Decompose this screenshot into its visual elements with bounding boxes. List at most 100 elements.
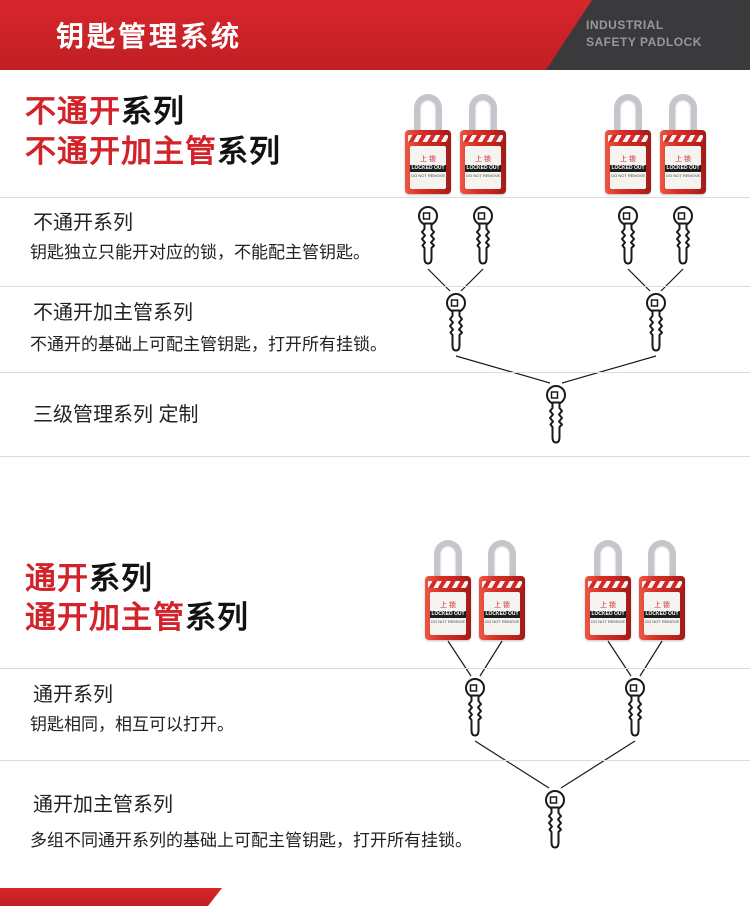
- padlock-body: 上 锁 LOCKED OUT DO NOT REMOVE: [460, 130, 506, 194]
- padlock-shackle-icon: [469, 94, 497, 132]
- safety-padlock: 上 锁 LOCKED OUT DO NOT REMOVE: [660, 92, 706, 194]
- padlock-label: 上 锁 LOCKED OUT DO NOT REMOVE: [590, 592, 626, 635]
- padlock-label-line1: 上 锁: [600, 602, 616, 609]
- key-icon: [441, 292, 471, 354]
- key-icon: [641, 292, 671, 354]
- padlock-shackle-icon: [434, 540, 462, 578]
- padlock-label-line3: DO NOT REMOVE: [431, 619, 465, 625]
- section2-title-line2: 通开加主管系列: [25, 592, 249, 637]
- padlock-label-line2: LOCKED OUT: [465, 165, 501, 172]
- section1-title1-red: 不通开: [25, 94, 121, 129]
- padlock-shackle-icon: [488, 540, 516, 578]
- padlock-body: 上 锁 LOCKED OUT DO NOT REMOVE: [585, 576, 631, 640]
- divider: [0, 286, 750, 287]
- section2-title2-black: 系列: [185, 600, 249, 635]
- section2-title1-red: 通开: [25, 561, 89, 596]
- safety-padlock: 上 锁 LOCKED OUT DO NOT REMOVE: [460, 92, 506, 194]
- header-red-ribbon: [0, 0, 592, 70]
- safety-padlock: 上 锁 LOCKED OUT DO NOT REMOVE: [405, 92, 451, 194]
- warning-stripe-tape: [428, 581, 468, 588]
- key-icon: [613, 205, 643, 267]
- padlock-label: 上 锁 LOCKED OUT DO NOT REMOVE: [410, 146, 446, 189]
- divider: [0, 197, 750, 198]
- padlock-label-line3: DO NOT REMOVE: [611, 173, 645, 179]
- page-title: 钥匙管理系统: [56, 21, 243, 52]
- padlock-label-line3: DO NOT REMOVE: [645, 619, 679, 625]
- key-icon: [541, 384, 571, 446]
- padlock-label-line3: DO NOT REMOVE: [666, 173, 700, 179]
- padlock-label-line3: DO NOT REMOVE: [466, 173, 500, 179]
- warning-stripe-tape: [588, 581, 628, 588]
- padlock-label-line1: 上 锁: [654, 602, 670, 609]
- padlock-label-line2: LOCKED OUT: [410, 165, 446, 172]
- section1-row2-label: 不通开加主管系列: [33, 302, 193, 324]
- padlock-label-line2: LOCKED OUT: [590, 611, 626, 618]
- padlock-label: 上 锁 LOCKED OUT DO NOT REMOVE: [665, 146, 701, 189]
- padlock-body: 上 锁 LOCKED OUT DO NOT REMOVE: [405, 130, 451, 194]
- key-icon: [460, 677, 490, 739]
- padlock-label: 上 锁 LOCKED OUT DO NOT REMOVE: [484, 592, 520, 635]
- next-section-banner: [0, 888, 750, 906]
- padlock-label-line3: DO NOT REMOVE: [485, 619, 519, 625]
- brand-line1: INDUSTRIAL: [586, 18, 664, 32]
- safety-padlock: 上 锁 LOCKED OUT DO NOT REMOVE: [639, 538, 685, 640]
- padlock-label-line2: LOCKED OUT: [644, 611, 680, 618]
- padlock-label: 上 锁 LOCKED OUT DO NOT REMOVE: [644, 592, 680, 635]
- section1-title2-red: 不通开加主管: [25, 134, 217, 169]
- divider: [0, 668, 750, 669]
- padlock-body: 上 锁 LOCKED OUT DO NOT REMOVE: [605, 130, 651, 194]
- section1-row1-desc: 钥匙独立只能开对应的锁，不能配主管钥匙。: [30, 243, 370, 262]
- padlock-shackle-icon: [614, 94, 642, 132]
- key-icon: [540, 789, 570, 851]
- section1-title1-black: 系列: [121, 94, 185, 129]
- brand-line2: SAFETY PADLOCK: [586, 35, 702, 49]
- section1-title-line2: 不通开加主管系列: [25, 126, 281, 171]
- padlock-label-line1: 上 锁: [620, 156, 636, 163]
- brand-text: INDUSTRIAL SAFETY PADLOCK: [586, 17, 702, 51]
- section1-title2-black: 系列: [217, 134, 281, 169]
- padlock-shackle-icon: [669, 94, 697, 132]
- section2-title2-red: 通开加主管: [25, 600, 185, 635]
- section2-row1-label: 通开系列: [33, 684, 113, 706]
- warning-stripe-tape: [608, 135, 648, 142]
- key-icon: [413, 205, 443, 267]
- padlock-label-line2: LOCKED OUT: [665, 165, 701, 172]
- padlock-label-line2: LOCKED OUT: [484, 611, 520, 618]
- key-icon: [620, 677, 650, 739]
- key-icon: [468, 205, 498, 267]
- padlock-label-line1: 上 锁: [475, 156, 491, 163]
- warning-stripe-tape: [642, 581, 682, 588]
- section2-title1-black: 系列: [89, 561, 153, 596]
- divider: [0, 372, 750, 373]
- padlock-label-line2: LOCKED OUT: [430, 611, 466, 618]
- section2-title-line1: 通开系列: [25, 553, 153, 598]
- padlock-label-line1: 上 锁: [420, 156, 436, 163]
- padlock-body: 上 锁 LOCKED OUT DO NOT REMOVE: [479, 576, 525, 640]
- section1-row1-label: 不通开系列: [33, 212, 133, 234]
- divider: [0, 760, 750, 761]
- padlock-label: 上 锁 LOCKED OUT DO NOT REMOVE: [610, 146, 646, 189]
- padlock-body: 上 锁 LOCKED OUT DO NOT REMOVE: [639, 576, 685, 640]
- warning-stripe-tape: [663, 135, 703, 142]
- banner-red-ribbon: [0, 888, 222, 906]
- padlock-label-line3: DO NOT REMOVE: [591, 619, 625, 625]
- key-icon: [668, 205, 698, 267]
- padlock-body: 上 锁 LOCKED OUT DO NOT REMOVE: [425, 576, 471, 640]
- padlock-label-line1: 上 锁: [440, 602, 456, 609]
- padlock-label: 上 锁 LOCKED OUT DO NOT REMOVE: [430, 592, 466, 635]
- safety-padlock: 上 锁 LOCKED OUT DO NOT REMOVE: [425, 538, 471, 640]
- page-header: 钥匙管理系统 INDUSTRIAL SAFETY PADLOCK: [0, 0, 750, 70]
- padlock-shackle-icon: [414, 94, 442, 132]
- padlock-label: 上 锁 LOCKED OUT DO NOT REMOVE: [465, 146, 501, 189]
- padlock-shackle-icon: [648, 540, 676, 578]
- safety-padlock: 上 锁 LOCKED OUT DO NOT REMOVE: [479, 538, 525, 640]
- padlock-label-line1: 上 锁: [494, 602, 510, 609]
- section2-row1-desc: 钥匙相同，相互可以打开。: [30, 715, 234, 734]
- warning-stripe-tape: [408, 135, 448, 142]
- safety-padlock: 上 锁 LOCKED OUT DO NOT REMOVE: [585, 538, 631, 640]
- warning-stripe-tape: [463, 135, 503, 142]
- padlock-label-line3: DO NOT REMOVE: [411, 173, 445, 179]
- section1-row3-label: 三级管理系列 定制: [33, 404, 199, 426]
- padlock-label-line2: LOCKED OUT: [610, 165, 646, 172]
